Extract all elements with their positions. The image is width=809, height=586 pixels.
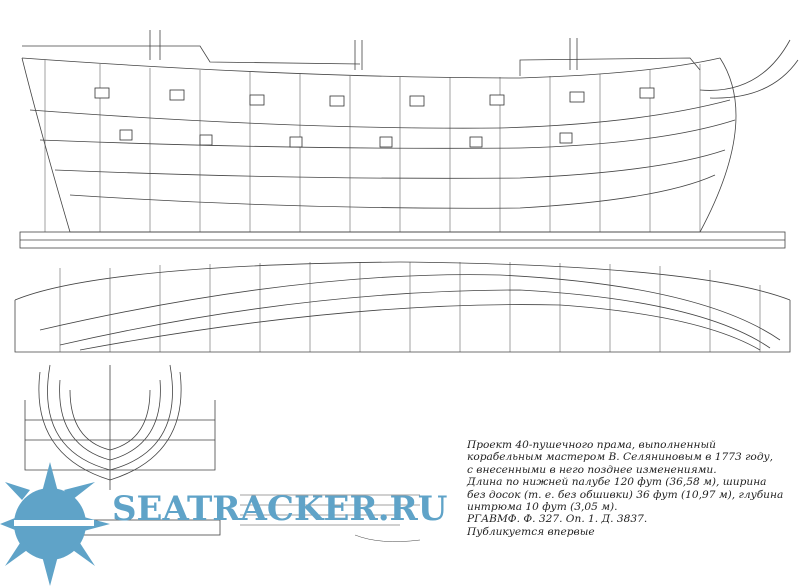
sheer-plan-profile	[21, 30, 799, 233]
caption-line: корабельным мастером В. Селяниновым в 17…	[467, 451, 774, 464]
caption-line: Публикуется впервые	[467, 525, 595, 538]
drawing-caption: Проект 40-пушечного прама, выполненный к…	[467, 439, 805, 538]
scale-bar	[19, 231, 786, 249]
caption-line: с внесенными в него позднее изменениями.	[467, 463, 717, 476]
sunburst-logo-icon	[0, 462, 110, 586]
caption-line: Проект 40-пушечного прама, выполненный	[467, 439, 716, 451]
body-plan	[24, 364, 221, 536]
half-breadth-plan	[14, 261, 791, 353]
caption-line: РГАВМФ. Ф. 327. Оп. 1. Д. 3837.	[467, 513, 648, 526]
caption-line: интрюма 10 фут (3,05 м).	[467, 501, 618, 514]
handwritten-notes	[240, 494, 421, 542]
caption-line: Длина по нижней палубе 120 фут (36,58 м)…	[467, 476, 767, 489]
watermark: SEATRACKER.RU	[112, 489, 448, 529]
caption-line: без досок (т. е. без обшивки) 36 фут (10…	[467, 488, 784, 501]
